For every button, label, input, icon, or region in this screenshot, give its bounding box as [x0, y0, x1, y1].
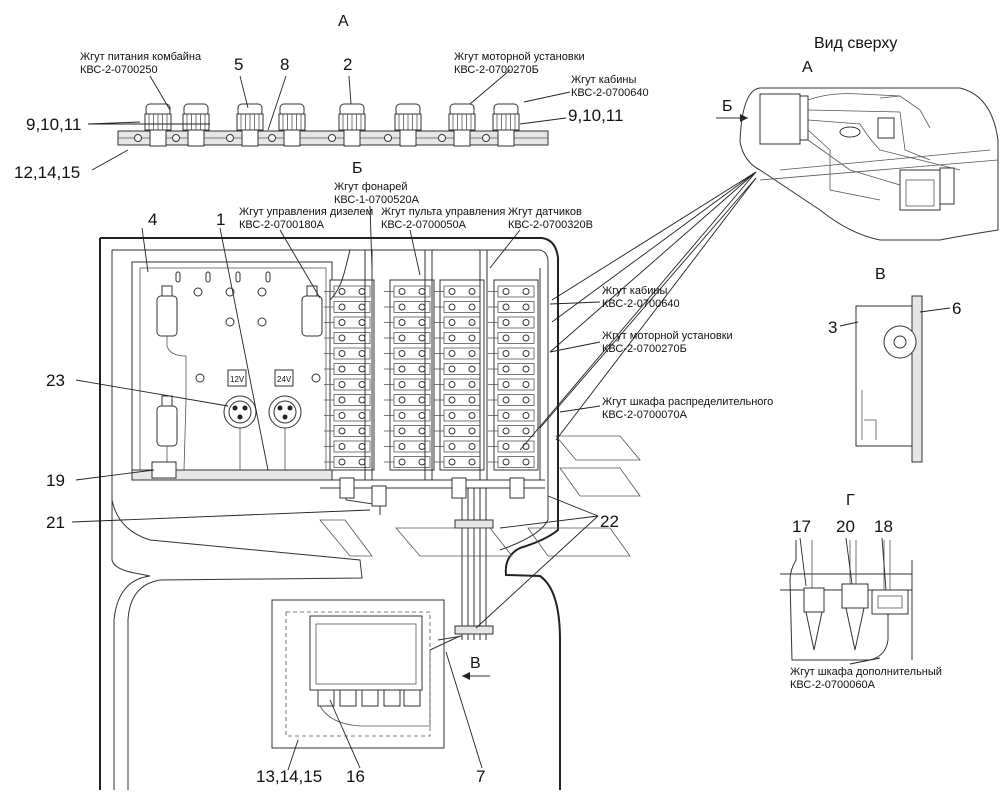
- svg-text:Жгут шкафа распределительного: Жгут шкафа распределительного: [602, 396, 773, 408]
- view-v-arrow-label: В: [470, 655, 481, 672]
- part-number-9-10-11-left: 9,10,11: [26, 115, 81, 134]
- harness-label-diesel: Жгут управления дизелем КВС-2-0700180А: [239, 206, 373, 231]
- svg-text:Жгут кабины: Жгут кабины: [571, 74, 636, 86]
- box-connector: [403, 689, 421, 707]
- view-a-connector: [384, 103, 422, 147]
- panel-screw: [311, 373, 321, 383]
- svg-text:КВС-2-0700070А: КВС-2-0700070А: [602, 409, 688, 421]
- svg-text:Жгут моторной установки: Жгут моторной установки: [602, 330, 733, 342]
- view-a-connector: [268, 103, 306, 147]
- view-v-title: В: [875, 266, 886, 283]
- view-a-connector: [172, 103, 210, 147]
- view-a-connector: [226, 103, 264, 147]
- socket-label-24v: 24V: [277, 375, 292, 384]
- part-number-2: 2: [343, 55, 352, 74]
- harness-label-engine-top: Жгут моторной установки КВС-2-0700270Б: [454, 51, 585, 76]
- svg-text:КВС-2-0700640: КВС-2-0700640: [571, 87, 649, 99]
- part-number-13-14-15: 13,14,15: [256, 767, 322, 786]
- socket-label-12v: 12V: [230, 375, 245, 384]
- view-g-title: Г: [846, 492, 855, 509]
- view-a-connector: [438, 103, 476, 147]
- part-number-17: 17: [792, 517, 811, 536]
- leader-lines: [71, 69, 951, 771]
- svg-text:КВС-2-0700250: КВС-2-0700250: [80, 64, 158, 76]
- part-number-8: 8: [280, 55, 289, 74]
- part-number-21: 21: [46, 513, 65, 532]
- panel-screw: [193, 287, 203, 297]
- part-number-3: 3: [828, 318, 837, 337]
- panel-slot: [235, 271, 241, 283]
- svg-text:КВС-2-0700060А: КВС-2-0700060А: [790, 679, 876, 691]
- terminal-block: [324, 279, 375, 471]
- svg-text:КВС-2-0700050А: КВС-2-0700050А: [381, 219, 467, 231]
- harness-label-console: Жгут пульта управления КВС-2-0700050А: [381, 206, 505, 231]
- part-number-22: 22: [600, 512, 619, 531]
- panel-screw: [257, 287, 267, 297]
- panel-slot: [175, 271, 181, 283]
- svg-text:КВС-2-0700270Б: КВС-2-0700270Б: [454, 64, 539, 76]
- part-number-7: 7: [476, 767, 485, 786]
- harness-label-cabin-top: Жгут кабины КВС-2-0700640: [571, 74, 649, 99]
- terminal-block: [384, 279, 435, 471]
- part-number-1: 1: [216, 210, 225, 229]
- svg-text:Жгут пульта управления: Жгут пульта управления: [381, 206, 505, 218]
- svg-text:КВС-1-0700520А: КВС-1-0700520А: [334, 194, 420, 206]
- part-number-20: 20: [836, 517, 855, 536]
- harness-label-distrib: Жгут шкафа распределительного КВС-2-0700…: [602, 396, 773, 421]
- harness-label-additional: Жгут шкафа дополнительный КВС-2-0700060А: [790, 666, 942, 691]
- view-a-title: А: [338, 13, 349, 30]
- box-connector: [383, 689, 401, 707]
- view-a-connector: [482, 103, 520, 147]
- svg-text:Жгут шкафа дополнительный: Жгут шкафа дополнительный: [790, 666, 942, 678]
- svg-text:КВС-2-0700270Б: КВС-2-0700270Б: [602, 343, 687, 355]
- box-connector: [361, 689, 379, 707]
- top-view-arrow-b-label: Б: [722, 98, 733, 115]
- svg-text:Жгут фонарей: Жгут фонарей: [334, 181, 408, 193]
- top-view-marker-a: А: [802, 59, 813, 76]
- view-a-connector-strip: А: [117, 13, 549, 147]
- harness-label-engine-mid: Жгут моторной установки КВС-2-0700270Б: [602, 330, 733, 355]
- terminal-block: [488, 279, 539, 471]
- panel-slot: [265, 271, 271, 283]
- part-number-9-10-11-right: 9,10,11: [568, 106, 623, 125]
- svg-text:Жгут моторной установки: Жгут моторной установки: [454, 51, 585, 63]
- top-view-title: Вид сверху: [814, 35, 897, 52]
- part-number-19: 19: [46, 471, 65, 490]
- panel-screw: [257, 317, 267, 327]
- part-number-16: 16: [346, 767, 365, 786]
- svg-text:КВС-2-0700640: КВС-2-0700640: [602, 298, 680, 310]
- harness-label-cabin-mid: Жгут кабины КВС-2-0700640: [602, 285, 680, 310]
- panel-screw: [195, 373, 205, 383]
- main-view-cabinet: Б 12V 24V: [99, 160, 641, 790]
- svg-text:КВС-2-0700180А: КВС-2-0700180А: [239, 219, 325, 231]
- panel-slot: [205, 271, 211, 283]
- part-number-5: 5: [234, 55, 243, 74]
- box-connector: [317, 689, 335, 707]
- part-number-4: 4: [148, 210, 157, 229]
- harness-label-power: Жгут питания комбайна КВС-2-0700250: [80, 51, 202, 76]
- panel-screw: [225, 317, 235, 327]
- part-number-18: 18: [874, 517, 893, 536]
- harness-label-lights: Жгут фонарей КВС-1-0700520А: [334, 181, 420, 206]
- terminal-block: [434, 279, 485, 471]
- svg-text:Жгут датчиков: Жгут датчиков: [508, 206, 582, 218]
- view-a-connector: [328, 103, 366, 147]
- harness-label-sensors: Жгут датчиков КВС-2-0700320В: [508, 206, 593, 231]
- svg-text:КВС-2-0700320В: КВС-2-0700320В: [508, 219, 593, 231]
- part-number-23: 23: [46, 371, 65, 390]
- box-connector: [339, 689, 357, 707]
- view-v-detail: В: [855, 266, 923, 463]
- svg-text:Жгут питания комбайна: Жгут питания комбайна: [80, 51, 202, 63]
- view-b-title: Б: [352, 160, 363, 177]
- part-number-6: 6: [952, 299, 961, 318]
- part-number-12-14-15: 12,14,15: [14, 163, 80, 182]
- svg-text:Жгут управления дизелем: Жгут управления дизелем: [239, 206, 373, 218]
- view-a-connector: [134, 103, 172, 147]
- top-view-sketch: Вид сверху А Б: [716, 35, 999, 241]
- svg-text:Жгут кабины: Жгут кабины: [602, 285, 667, 297]
